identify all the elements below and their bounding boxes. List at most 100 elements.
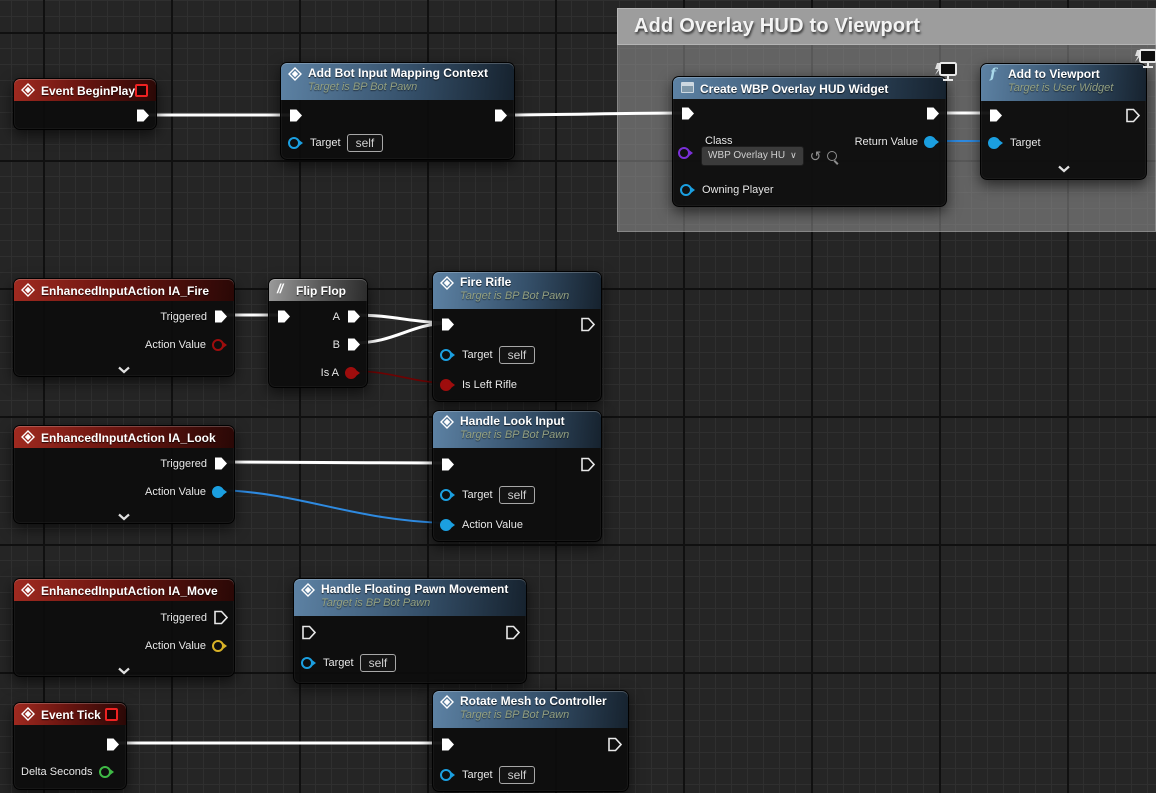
search-icon[interactable]	[827, 150, 838, 161]
exec-in-pin[interactable]	[440, 317, 455, 332]
triggered-label: Triggered	[160, 310, 207, 323]
node-title: Add to Viewport	[1008, 67, 1100, 81]
delta-seconds-pin[interactable]	[98, 765, 114, 778]
class-pin[interactable]	[678, 146, 693, 159]
event-icon	[21, 430, 35, 444]
exec-in-pin[interactable]	[440, 457, 455, 472]
node-subtitle: Target is BP Bot Pawn	[460, 290, 570, 302]
exec-in-pin[interactable]	[276, 309, 291, 324]
target-pin-label: Target	[462, 768, 493, 781]
action-value-pin[interactable]	[212, 639, 227, 652]
exec-out-pin[interactable]	[105, 737, 120, 752]
node-subtitle: Target is BP Bot Pawn	[460, 429, 570, 441]
target-pin[interactable]	[440, 488, 455, 501]
node-enhancedinputaction-ia-look[interactable]: EnhancedInputAction IA_Look Triggered Ac…	[13, 425, 235, 524]
exec-out-pin[interactable]	[135, 108, 150, 123]
advanced-pins-chevron[interactable]	[118, 361, 131, 379]
advanced-pins-chevron[interactable]	[118, 662, 131, 680]
is-a-label: Is A	[320, 366, 339, 379]
node-header: Create WBP Overlay HUD Widget	[673, 77, 946, 99]
exec-out-pin[interactable]	[607, 737, 622, 752]
action-value-label: Action Value	[145, 338, 206, 351]
exec-in-pin[interactable]	[288, 108, 303, 123]
node-event-beginplay[interactable]: Event BeginPlay	[13, 78, 157, 130]
target-self-field[interactable]: self	[498, 485, 536, 504]
target-self-field[interactable]: self	[346, 133, 384, 152]
return-value-pin[interactable]	[924, 135, 939, 148]
target-pin-label: Target	[462, 348, 493, 361]
return-value-label: Return Value	[854, 135, 918, 148]
target-self-field[interactable]: self	[498, 345, 536, 364]
exec-in-pin[interactable]	[301, 625, 316, 640]
a-exec-out-pin[interactable]	[346, 309, 361, 324]
is-left-rifle-label: Is Left Rifle	[462, 378, 518, 391]
target-pin[interactable]	[988, 136, 1003, 149]
node-flip-flop[interactable]: // Flip Flop A B Is A	[268, 278, 368, 388]
node-handle-floating-pawn-movement[interactable]: Handle Floating Pawn Movement Target is …	[293, 578, 527, 684]
function-icon	[440, 276, 454, 290]
exec-out-pin[interactable]	[580, 457, 595, 472]
node-header: f Add to Viewport Target is User Widget	[981, 64, 1146, 101]
event-icon	[21, 283, 35, 297]
owning-player-pin[interactable]	[680, 183, 695, 196]
target-pin-label: Target	[310, 136, 341, 149]
b-out-label: B	[332, 338, 340, 351]
exec-out-pin[interactable]	[493, 108, 508, 123]
target-self-field[interactable]: self	[498, 765, 536, 784]
owning-player-label: Owning Player	[702, 183, 774, 196]
target-pin[interactable]	[301, 656, 316, 669]
client-only-monitor-icon	[931, 61, 958, 89]
action-value-label: Action Value	[145, 485, 206, 498]
triggered-exec-pin[interactable]	[213, 456, 228, 471]
exec-out-pin[interactable]	[1125, 108, 1140, 123]
is-left-rifle-pin[interactable]	[440, 378, 455, 391]
reset-to-default-icon[interactable]: ↺	[809, 147, 822, 164]
action-value-pin[interactable]	[440, 518, 455, 531]
node-add-bot-input-mapping-context[interactable]: Add Bot Input Mapping Context Target is …	[280, 62, 515, 160]
node-header: Handle Look Input Target is BP Bot Pawn	[433, 411, 601, 448]
event-icon	[21, 707, 35, 721]
exec-out-pin[interactable]	[580, 317, 595, 332]
exec-out-pin[interactable]	[925, 106, 940, 121]
target-pin[interactable]	[440, 348, 455, 361]
action-value-pin[interactable]	[212, 485, 227, 498]
node-enhancedinputaction-ia-move[interactable]: EnhancedInputAction IA_Move Triggered Ac…	[13, 578, 235, 677]
function-icon	[440, 415, 454, 429]
target-pin[interactable]	[288, 136, 303, 149]
advanced-pins-chevron[interactable]	[1057, 160, 1070, 178]
exec-in-pin[interactable]	[440, 737, 455, 752]
b-exec-out-pin[interactable]	[346, 337, 361, 352]
widget-icon	[681, 82, 694, 93]
exec-in-pin[interactable]	[680, 106, 695, 121]
delta-seconds-label: Delta Seconds	[21, 765, 93, 778]
node-create-wbp-overlay-hud-widget[interactable]: Create WBP Overlay HUD Widget Class WBP …	[672, 62, 957, 207]
node-fire-rifle[interactable]: Fire Rifle Target is BP Bot Pawn Target …	[432, 271, 602, 402]
exec-in-pin[interactable]	[988, 108, 1003, 123]
macro-icon: //	[277, 281, 283, 296]
client-only-monitor-icon	[1131, 48, 1156, 76]
is-a-pin[interactable]	[345, 366, 360, 379]
node-subtitle: Target is BP Bot Pawn	[460, 709, 570, 721]
node-add-to-viewport[interactable]: f Add to Viewport Target is User Widget …	[980, 49, 1156, 180]
triggered-exec-pin[interactable]	[213, 610, 228, 625]
exec-out-pin[interactable]	[505, 625, 520, 640]
class-dropdown-value: WBP Overlay HU	[708, 150, 786, 161]
node-enhancedinputaction-ia-fire[interactable]: EnhancedInputAction IA_Fire Triggered Ac…	[13, 278, 235, 377]
triggered-exec-pin[interactable]	[213, 309, 228, 324]
node-rotate-mesh-to-controller[interactable]: Rotate Mesh to Controller Target is BP B…	[432, 690, 629, 792]
node-event-tick[interactable]: Event Tick Delta Seconds	[13, 702, 127, 790]
node-handle-look-input[interactable]: Handle Look Input Target is BP Bot Pawn …	[432, 410, 602, 542]
action-value-pin[interactable]	[212, 338, 227, 351]
target-pin-label: Target	[462, 488, 493, 501]
advanced-pins-chevron[interactable]	[118, 508, 131, 526]
target-pin-label: Target	[323, 656, 354, 669]
node-header: Rotate Mesh to Controller Target is BP B…	[433, 691, 628, 728]
node-header: Add Bot Input Mapping Context Target is …	[281, 63, 514, 100]
action-value-label: Action Value	[462, 518, 523, 531]
target-self-field[interactable]: self	[359, 653, 397, 672]
comment-header[interactable]: Add Overlay HUD to Viewport	[617, 8, 1156, 45]
class-dropdown[interactable]: WBP Overlay HU ∨	[701, 145, 804, 166]
action-value-label: Action Value	[145, 639, 206, 652]
target-pin[interactable]	[440, 768, 455, 781]
